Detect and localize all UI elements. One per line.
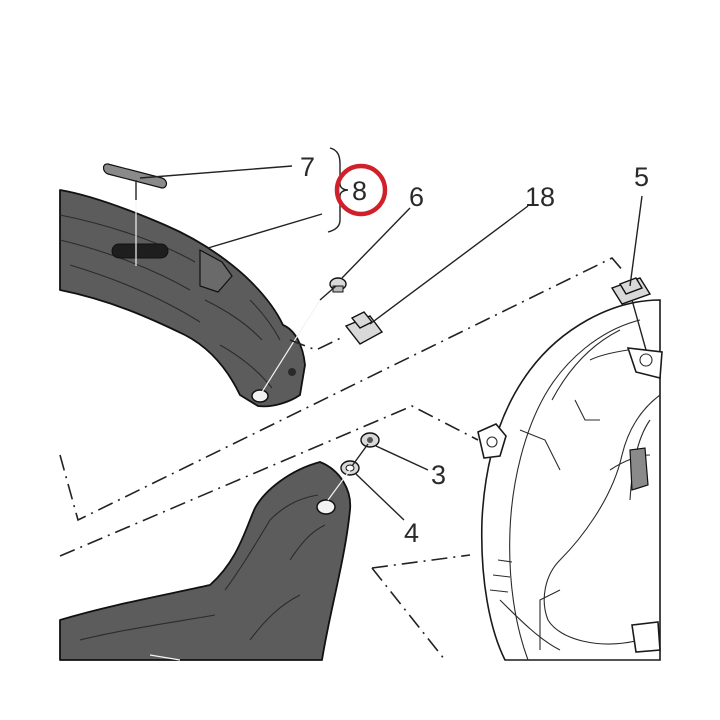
callout-6: 6 [409, 182, 424, 212]
part-5-clip-nut [610, 277, 652, 305]
upper-fairing-bracket [59, 189, 306, 408]
part-3-screw [360, 432, 380, 448]
callout-3: 3 [431, 460, 446, 490]
callout-5: 5 [634, 162, 649, 192]
callout-8: 8 [352, 176, 367, 206]
callout-18: 18 [525, 182, 555, 212]
part-4-washer [340, 460, 360, 476]
callouts: 7 8 6 18 5 3 4 [300, 152, 649, 548]
lower-fairing-bracket [59, 461, 352, 661]
part-7-strip [102, 163, 168, 189]
assembly-axes [135, 180, 647, 501]
headlight-housing [477, 299, 663, 661]
reference-lines [59, 257, 625, 661]
callout-4: 4 [404, 518, 419, 548]
highlight-ring-8 [334, 163, 388, 217]
callout-7: 7 [300, 152, 315, 182]
part-18-clip-nut [344, 311, 384, 345]
leader-lines [139, 147, 643, 521]
